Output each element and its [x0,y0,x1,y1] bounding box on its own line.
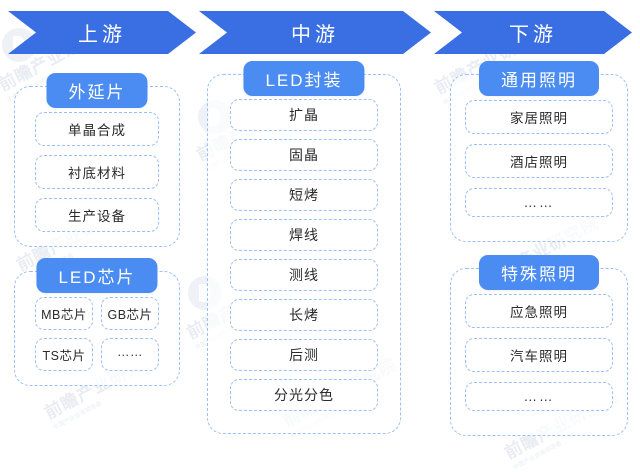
banner-segment-label: 中游 [291,24,339,46]
node-item[interactable]: 测线 [230,259,378,291]
node-item[interactable]: 酒店照明 [465,144,613,178]
node-grid: MB芯片 GB芯片 TS芯片 …… [35,297,159,371]
group-body: 单晶合成 衬底材料 生产设备 [14,86,180,247]
banner-segment-label: 下游 [509,24,557,46]
group-led-packaging: LED封装 扩晶 固晶 短烤 焊线 测线 长烤 后测 分光分色 [207,61,401,434]
banner-segment-upstream[interactable]: 上游 [8,11,196,54]
group-body: 家居照明 酒店照明 …… [450,74,628,242]
node-item[interactable]: 扩晶 [230,99,378,131]
column-midstream: LED封装 扩晶 固晶 短烤 焊线 测线 长烤 后测 分光分色 [207,61,401,450]
node-item[interactable]: 长烤 [230,299,378,331]
node-item[interactable]: GB芯片 [101,297,159,330]
banner-segment-downstream[interactable]: 下游 [434,11,632,54]
group-epitaxial-wafer: 外延片 单晶合成 衬底材料 生产设备 [14,73,180,247]
node-item[interactable]: 生产设备 [35,198,159,232]
group-led-chip: LED芯片 MB芯片 GB芯片 TS芯片 …… [14,258,180,386]
banner-segment-label: 上游 [78,24,126,46]
node-item[interactable]: 后测 [230,339,378,371]
node-item[interactable]: 固晶 [230,139,378,171]
node-item[interactable]: …… [465,188,613,217]
diagram-canvas: 前瞻产业研究院 中国产业咨询领导者 前瞻产业研究院 中国产业咨询领导者 前瞻产业… [0,11,632,472]
node-item[interactable]: 单晶合成 [35,112,159,146]
node-item[interactable]: MB芯片 [35,297,93,330]
group-title-pill[interactable]: LED封装 [243,61,365,96]
node-item[interactable]: 衬底材料 [35,155,159,189]
group-title-pill[interactable]: 通用照明 [479,61,599,96]
node-item[interactable]: TS芯片 [35,338,93,371]
group-body: 扩晶 固晶 短烤 焊线 测线 长烤 后测 分光分色 [207,74,401,434]
group-body: 应急照明 汽车照明 …… [450,268,628,436]
value-chain-banner: 上游 中游 下游 [8,11,632,54]
column-upstream: 外延片 单晶合成 衬底材料 生产设备 LED芯片 MB芯片 GB芯片 TS芯片 … [14,73,180,402]
group-title-pill[interactable]: 特殊照明 [479,255,599,290]
node-item[interactable]: 焊线 [230,219,378,251]
column-downstream: 通用照明 家居照明 酒店照明 …… 特殊照明 应急照明 汽车照明 …… [450,61,628,452]
node-item[interactable]: 应急照明 [465,294,613,328]
group-title-pill[interactable]: 外延片 [46,73,148,108]
banner-segment-midstream[interactable]: 中游 [199,11,431,54]
node-item[interactable]: …… [101,338,159,371]
group-title-pill[interactable]: LED芯片 [36,258,158,293]
group-general-lighting: 通用照明 家居照明 酒店照明 …… [450,61,628,242]
group-special-lighting: 特殊照明 应急照明 汽车照明 …… [450,255,628,436]
node-item[interactable]: 家居照明 [465,100,613,134]
node-item[interactable]: …… [465,382,613,411]
node-item[interactable]: 汽车照明 [465,338,613,372]
node-item[interactable]: 分光分色 [230,379,378,411]
node-item[interactable]: 短烤 [230,179,378,211]
